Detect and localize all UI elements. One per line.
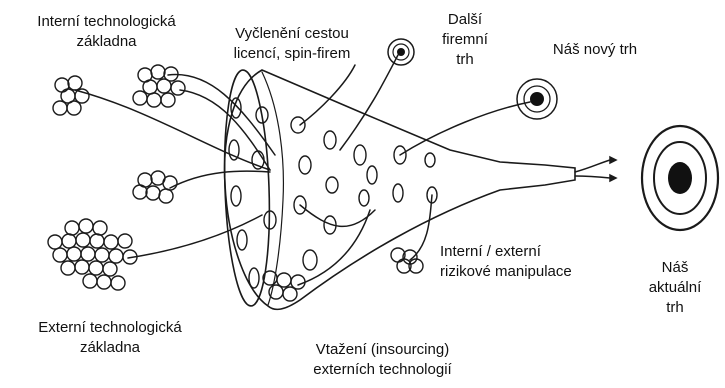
label-external-base: Externí technologická základna [10, 318, 210, 358]
label-internal-base-line2: základna [4, 32, 209, 52]
label-current-market: Náš aktuální trh [630, 258, 720, 318]
label-insourcing: Vtažení (insourcing) externích technolog… [290, 340, 475, 380]
label-spinoff-line1: Vyčlenění cestou [207, 24, 377, 44]
label-other-market: Další firemní trh [425, 10, 505, 70]
label-new-market-line1: Náš nový trh [535, 40, 655, 60]
label-other-market-line2: firemní [425, 30, 505, 50]
target-new-market [517, 79, 557, 119]
label-risk-line1: Interní / externí [440, 242, 615, 262]
target-current-market [642, 126, 718, 230]
label-internal-base-line1: Interní technologická [4, 12, 209, 32]
label-other-market-line1: Další [425, 10, 505, 30]
label-current-market-line1: Náš [630, 258, 720, 278]
label-risk-line2: rizikové manipulace [440, 262, 615, 282]
label-risk: Interní / externí rizikové manipulace [440, 242, 615, 282]
output-arrows [575, 157, 616, 181]
label-external-base-line2: základna [10, 338, 210, 358]
label-current-market-line3: trh [630, 298, 720, 318]
label-insourcing-line2: externích technologií [290, 360, 475, 380]
label-new-market: Náš nový trh [535, 40, 655, 60]
internal-tech-cluster [53, 65, 185, 115]
label-insourcing-line1: Vtažení (insourcing) [290, 340, 475, 360]
label-other-market-line3: trh [425, 50, 505, 70]
funnel-mouth [221, 69, 273, 306]
label-external-base-line1: Externí technologická [10, 318, 210, 338]
label-current-market-line2: aktuální [630, 278, 720, 298]
label-internal-base: Interní technologická základna [4, 12, 209, 52]
label-spinoff: Vyčlenění cestou licencí, spin-firem [207, 24, 377, 64]
target-other-market [388, 39, 414, 65]
label-spinoff-line2: licencí, spin-firem [207, 44, 377, 64]
